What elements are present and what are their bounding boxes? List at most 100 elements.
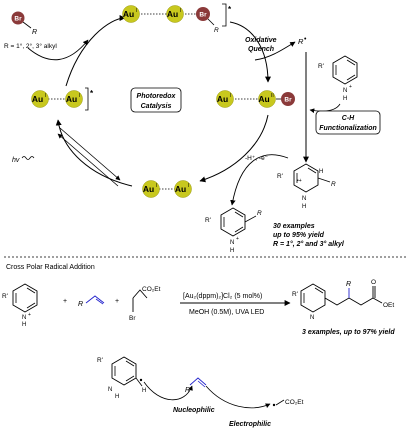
svg-text:C-H: C-H — [342, 115, 355, 122]
electrophilic-attack-arrow — [205, 385, 271, 409]
svg-text:R: R — [185, 387, 190, 394]
svg-text:R: R — [32, 29, 37, 36]
plus-2: + — [115, 298, 119, 305]
svg-text:H: H — [115, 394, 119, 400]
quench-label: Quench — [248, 46, 274, 53]
mechanism-ester-radical: CO₂Et — [272, 399, 304, 407]
svg-text:I: I — [156, 183, 157, 189]
svg-text:+: + — [349, 84, 352, 90]
ch-functionalization-box — [315, 110, 381, 135]
gold-complex-excited: Au I Au I * — [31, 87, 94, 111]
nucleophilic-attack-arrow — [143, 381, 193, 401]
gold-atom — [166, 5, 184, 23]
svg-text:R: R — [257, 210, 262, 217]
svg-text:Functionalization: Functionalization — [319, 125, 377, 132]
gold-atom — [258, 90, 276, 108]
svg-text:I: I — [45, 93, 46, 99]
alkyl-bromide: Br R — [11, 11, 37, 36]
photoredox-label-box — [130, 87, 182, 113]
svg-text:N: N — [310, 315, 314, 321]
svg-text:*: * — [90, 89, 94, 98]
svg-text:R: R — [78, 301, 83, 308]
center-label-2: Catalysis — [141, 103, 172, 110]
addition-product: R' N R O OEt — [292, 279, 394, 321]
gold-atom — [31, 90, 49, 108]
svg-text:R: R — [331, 181, 336, 188]
svg-text:Au: Au — [167, 9, 178, 19]
svg-text:Br: Br — [129, 315, 136, 322]
svg-text:H: H — [142, 388, 146, 394]
cycle-arrow-left-bottom — [55, 119, 133, 187]
gold-atom — [174, 180, 192, 198]
plus-1: + — [63, 298, 67, 305]
conditions-label: MeOH (0.5M), UVA LED — [189, 309, 264, 316]
svg-text:R': R' — [97, 357, 103, 364]
svg-text:I: I — [180, 8, 181, 14]
cycle-arrow-right-top — [229, 21, 271, 83]
gold-atom — [65, 90, 83, 108]
svg-text:Au: Au — [32, 94, 43, 104]
gold-complex-oxidized: Au I Au II Br — [216, 90, 295, 108]
svg-text:Au: Au — [123, 9, 134, 19]
mechanism-alkene: R — [185, 377, 207, 394]
result-label: 3 examples, up to 97% yield — [302, 329, 395, 336]
light-wave-icon — [21, 156, 35, 160]
svg-text:Au: Au — [175, 184, 186, 194]
substrate-entry-arrow — [27, 39, 89, 61]
svg-text:Br: Br — [284, 97, 292, 104]
bromoester-reactant: CO₂Et Br — [129, 286, 161, 322]
svg-text:R': R' — [292, 291, 298, 298]
cycle-arrow-right-bottom — [199, 114, 269, 183]
svg-text:CO₂Et: CO₂Et — [142, 286, 161, 293]
svg-text:+: + — [28, 312, 31, 318]
svg-text:I: I — [188, 183, 189, 189]
max-yield: up to 95% yield — [273, 232, 325, 239]
svg-text:•+: •+ — [297, 178, 302, 184]
svg-text:Au: Au — [217, 94, 228, 104]
alkene-reactant: R — [78, 295, 105, 308]
light-label: hv — [12, 157, 20, 164]
alkyl-definition: R = 1°, 2°, 3° alkyl — [4, 42, 57, 50]
svg-text:Au: Au — [66, 94, 77, 104]
cycle-arrow-left-top — [65, 15, 126, 87]
svg-text:Au: Au — [258, 94, 269, 104]
svg-text:O: O — [371, 279, 376, 286]
svg-text:H: H — [343, 96, 347, 102]
gold-complex-ground: Au I Au I — [142, 180, 192, 198]
catalyst-label: [Au₂(dppm)₂]Cl₂ (5 mol%) — [183, 293, 262, 300]
radical-release-arrow — [254, 41, 296, 61]
bromine-atom — [196, 7, 210, 21]
svg-text:R': R' — [277, 173, 283, 180]
pyridinium-entry-arrow — [309, 103, 341, 114]
nucleophilic-label: Nucleophilic — [173, 407, 215, 414]
svg-text:OEt: OEt — [383, 302, 394, 309]
alkyl-radical: R — [298, 37, 304, 46]
svg-text:H: H — [302, 204, 306, 210]
svg-text:N: N — [22, 315, 26, 321]
pyridinium-reagent: R' N H + — [318, 55, 358, 102]
examples-count: 30 examples — [273, 223, 315, 230]
svg-text:Br: Br — [199, 12, 207, 19]
svg-text:CO₂Et: CO₂Et — [285, 399, 304, 406]
svg-text:•: • — [304, 36, 307, 43]
alkylated-pyridinium-product: R R' N H + — [205, 207, 262, 254]
mechanism-pyridinium: R' N H H — [97, 356, 146, 400]
gold-complex-substrate: Au I Au I Br R * — [122, 3, 232, 34]
bromine-atom — [281, 92, 295, 106]
svg-text:N: N — [302, 196, 306, 202]
center-label-1: Photoredox — [137, 93, 177, 100]
svg-text:R': R' — [205, 217, 211, 224]
gold-atom — [142, 180, 160, 198]
pyridine-reactant: R' N H + — [2, 283, 38, 328]
gold-atom — [122, 5, 140, 23]
svg-text:R': R' — [2, 293, 8, 300]
svg-text:I: I — [79, 93, 80, 99]
svg-text:N: N — [230, 240, 234, 246]
svg-text:N: N — [343, 88, 347, 94]
svg-text:+: + — [236, 236, 239, 242]
oxidative-label: Oxidative — [245, 37, 277, 44]
svg-text:H: H — [22, 322, 26, 328]
relaxation-arrow — [57, 133, 119, 187]
svg-text:I: I — [230, 93, 231, 99]
